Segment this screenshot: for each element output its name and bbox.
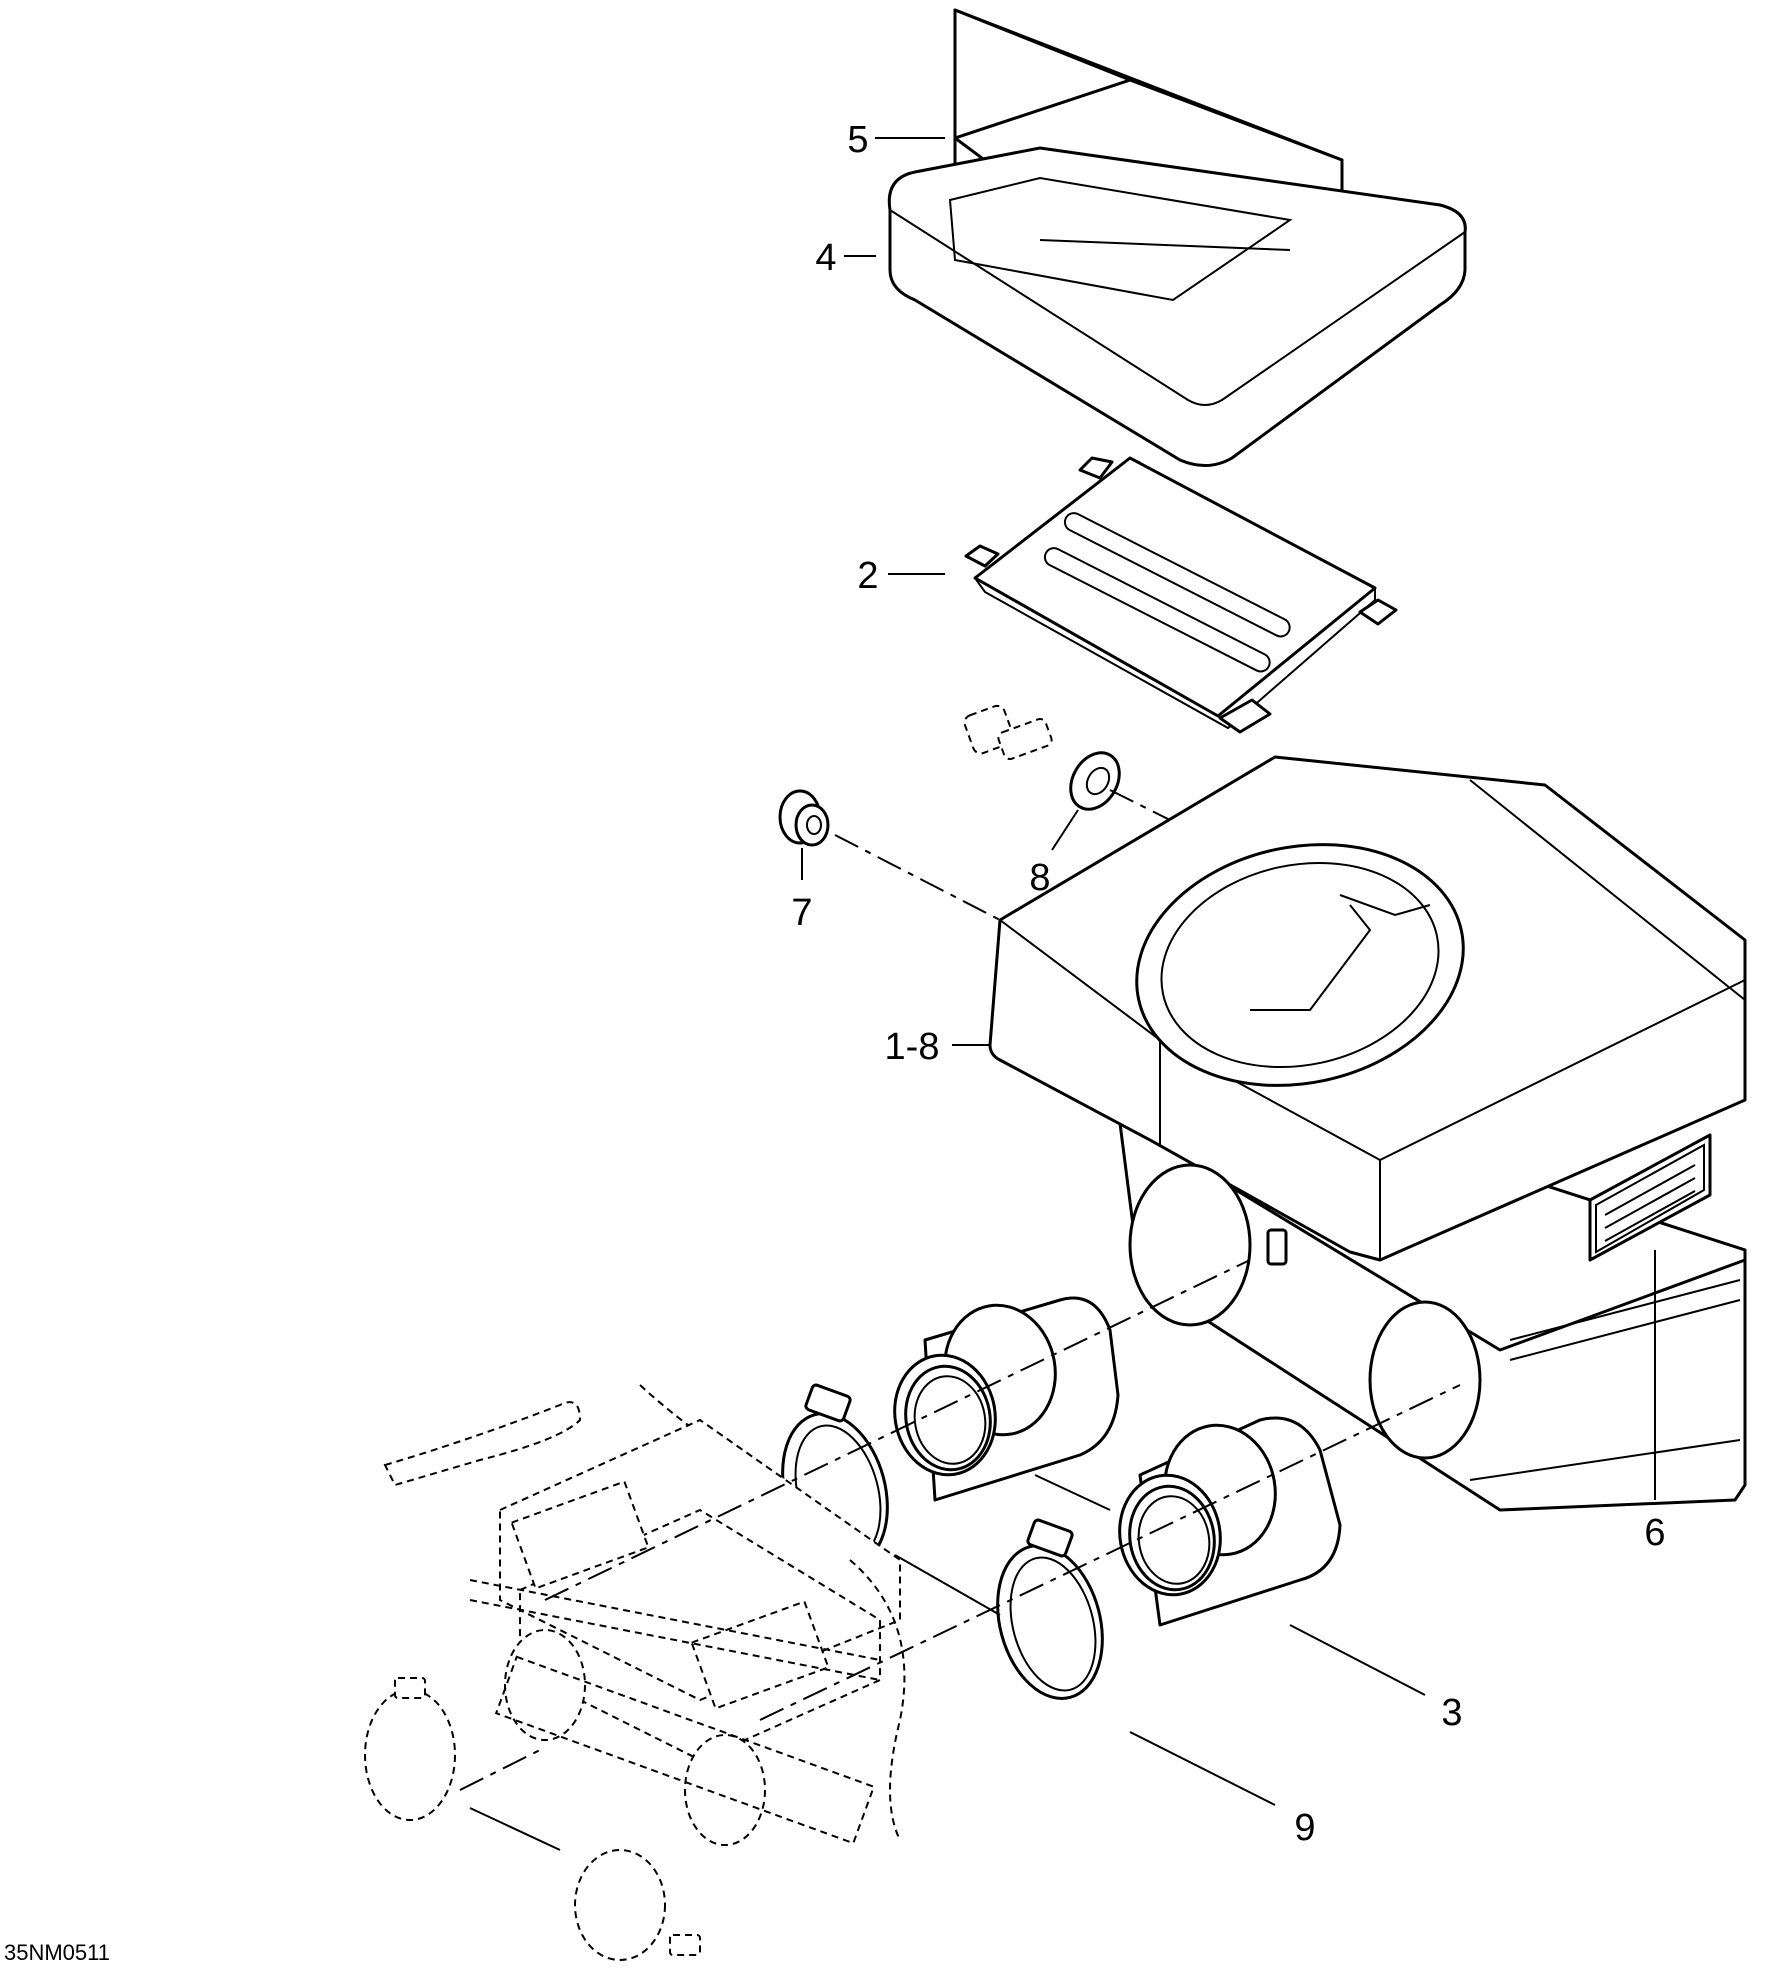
callout-4: 4 xyxy=(815,237,836,279)
part-6-warning-label xyxy=(1588,1133,1712,1262)
part-7-bushing xyxy=(778,789,830,847)
mounting-screw-ghost xyxy=(963,704,1053,761)
assembly-centerlines xyxy=(459,789,1461,1851)
callout-2: 2 xyxy=(857,555,878,597)
part-3-intake-boot-upper xyxy=(893,1296,1120,1502)
callout-1-8: 1-8 xyxy=(885,1026,940,1068)
callout-8: 8 xyxy=(1029,857,1050,899)
carburetor-assembly-ghost xyxy=(364,1384,906,1961)
callout-labels: 5 4 2 7 8 1-8 6 3 9 35NM0511 xyxy=(4,119,1666,1965)
callout-9: 9 xyxy=(1294,1807,1315,1849)
callout-6: 6 xyxy=(1644,1512,1665,1554)
drawing-code: 35NM0511 xyxy=(4,1940,110,1965)
callout-3: 3 xyxy=(1441,1692,1462,1734)
part-9-clamp-lower xyxy=(996,1518,1104,1700)
part-8-grommet xyxy=(1069,751,1121,811)
part-3-intake-boot-lower xyxy=(1118,1416,1342,1627)
part-2-plate xyxy=(964,456,1398,734)
callout-5: 5 xyxy=(847,119,868,161)
part-1-8-silencer-housing xyxy=(988,755,1747,1512)
callout-leaders xyxy=(801,137,1656,1806)
part-4-foam-frame xyxy=(887,146,1467,467)
callout-7: 7 xyxy=(791,892,812,934)
